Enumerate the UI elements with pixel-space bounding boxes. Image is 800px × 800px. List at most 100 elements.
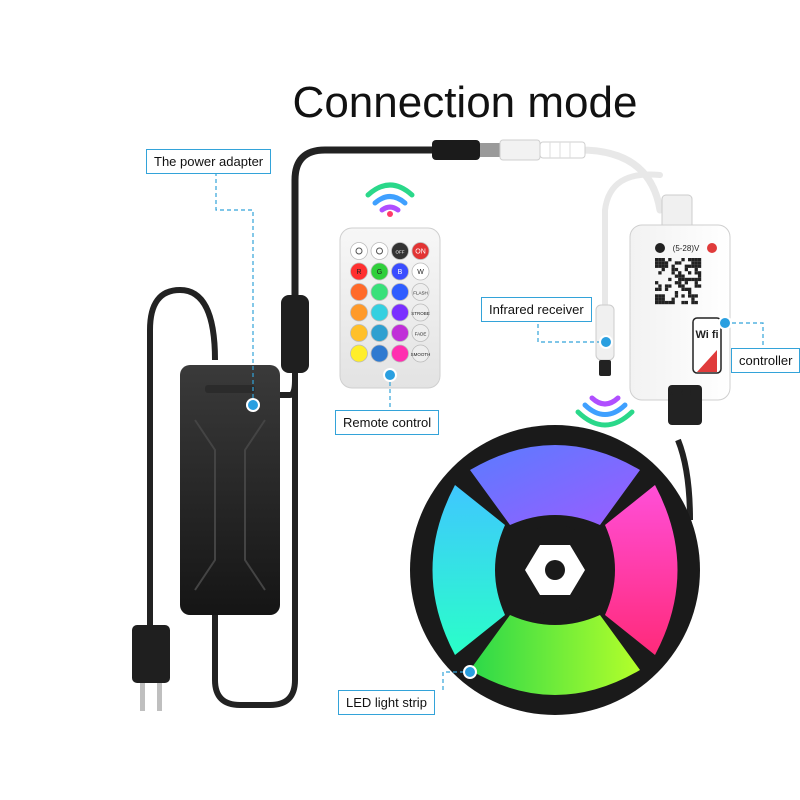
qr-module bbox=[655, 300, 659, 305]
rgb-wires bbox=[675, 438, 693, 521]
label-remote-control: Remote control bbox=[335, 410, 440, 435]
qr-module bbox=[697, 274, 702, 278]
remote-button bbox=[411, 242, 430, 260]
qr-module bbox=[678, 261, 682, 265]
leader-infrared-receiver bbox=[537, 317, 605, 343]
remote-button-label: SMOOTH bbox=[411, 352, 431, 357]
qr-module bbox=[678, 271, 682, 275]
qr-module bbox=[694, 284, 698, 288]
qr-module bbox=[688, 291, 692, 295]
qr-module bbox=[684, 267, 688, 272]
qr-module bbox=[655, 258, 659, 262]
qr-module bbox=[674, 261, 679, 265]
remote-button-label: STROBE bbox=[411, 311, 430, 316]
remote-button bbox=[411, 324, 430, 342]
brightness-icon bbox=[355, 247, 363, 255]
ir-signal-icon bbox=[589, 395, 621, 407]
qr-module bbox=[658, 261, 662, 265]
qr-module bbox=[691, 294, 695, 298]
adapter-low-cable bbox=[212, 380, 298, 708]
qr-module bbox=[694, 300, 698, 305]
remote-button bbox=[391, 324, 409, 342]
controller-voltage: (5-28)V bbox=[673, 244, 700, 253]
controller-wifi-text: Wi fi bbox=[695, 329, 718, 341]
qr-module bbox=[664, 300, 669, 305]
qr-module bbox=[684, 287, 688, 291]
remote-button bbox=[370, 242, 389, 260]
remote-button bbox=[350, 242, 368, 260]
qr-module bbox=[684, 300, 688, 305]
remote-button bbox=[391, 303, 409, 322]
infrared-receiver-body bbox=[575, 304, 635, 428]
qr-module bbox=[674, 267, 679, 272]
qr-module bbox=[694, 261, 698, 265]
qr-module bbox=[694, 281, 698, 285]
qr-module bbox=[684, 264, 688, 268]
qr-module bbox=[658, 271, 662, 275]
qr-module bbox=[661, 294, 665, 298]
qr-module bbox=[664, 284, 669, 288]
qr-module bbox=[691, 300, 695, 305]
remote-button-label: R bbox=[356, 269, 361, 276]
leader-led-strip bbox=[442, 671, 470, 690]
remote-button bbox=[350, 344, 368, 363]
qr-module bbox=[674, 294, 679, 298]
qr-module bbox=[681, 294, 685, 298]
remote-button bbox=[411, 344, 430, 363]
dc-cable bbox=[291, 146, 444, 304]
remote-button bbox=[350, 324, 368, 342]
qr-module bbox=[697, 258, 702, 262]
label-led-light-strip: LED light strip bbox=[338, 690, 435, 715]
label-power-adapter: The power adapter bbox=[146, 149, 272, 174]
remote-button bbox=[350, 262, 368, 281]
label-infrared-receiver: Infrared receiver bbox=[481, 297, 592, 322]
qr-module bbox=[658, 284, 662, 288]
remote-wifi-signal-icon bbox=[365, 182, 415, 198]
callout-dot-power-adapter bbox=[246, 398, 260, 412]
remote-button bbox=[370, 262, 389, 281]
qr-module bbox=[681, 258, 685, 262]
qr-module bbox=[688, 287, 692, 291]
qr-module bbox=[691, 261, 695, 265]
remote-button bbox=[370, 324, 389, 342]
qr-module bbox=[691, 258, 695, 262]
qr-module bbox=[681, 277, 685, 282]
qr-module bbox=[664, 261, 669, 265]
remote-button bbox=[370, 344, 389, 363]
qr-module bbox=[655, 264, 659, 268]
qr-module bbox=[688, 271, 692, 275]
qr-module bbox=[678, 277, 682, 282]
dc-connector bbox=[432, 139, 586, 161]
wall-plug bbox=[132, 625, 170, 711]
strip-segment-green bbox=[470, 615, 640, 695]
qr-code bbox=[655, 258, 702, 305]
qr-module bbox=[658, 287, 662, 291]
qr-module bbox=[694, 264, 698, 268]
remote-button-label: FLASH bbox=[413, 291, 428, 296]
qr-module bbox=[691, 264, 695, 268]
qr-module bbox=[674, 274, 679, 278]
qr-module bbox=[655, 261, 659, 265]
remote-button-label: OFF bbox=[396, 250, 405, 255]
qr-module bbox=[694, 294, 698, 298]
qr-module bbox=[681, 300, 685, 305]
qr-module bbox=[668, 258, 672, 262]
qr-module bbox=[661, 297, 665, 301]
qr-module bbox=[697, 261, 702, 265]
qr-module bbox=[684, 281, 688, 285]
qr-module bbox=[668, 300, 672, 305]
remote-button bbox=[391, 344, 409, 363]
qr-module bbox=[661, 300, 665, 305]
remote-button bbox=[391, 283, 409, 301]
qr-module bbox=[697, 264, 702, 268]
qr-module bbox=[688, 277, 692, 282]
qr-module bbox=[658, 258, 662, 262]
qr-module bbox=[697, 277, 702, 282]
qr-module bbox=[655, 294, 659, 298]
qr-module bbox=[668, 277, 672, 282]
qr-module bbox=[658, 297, 662, 301]
qr-module bbox=[658, 264, 662, 268]
qr-module bbox=[697, 284, 702, 288]
